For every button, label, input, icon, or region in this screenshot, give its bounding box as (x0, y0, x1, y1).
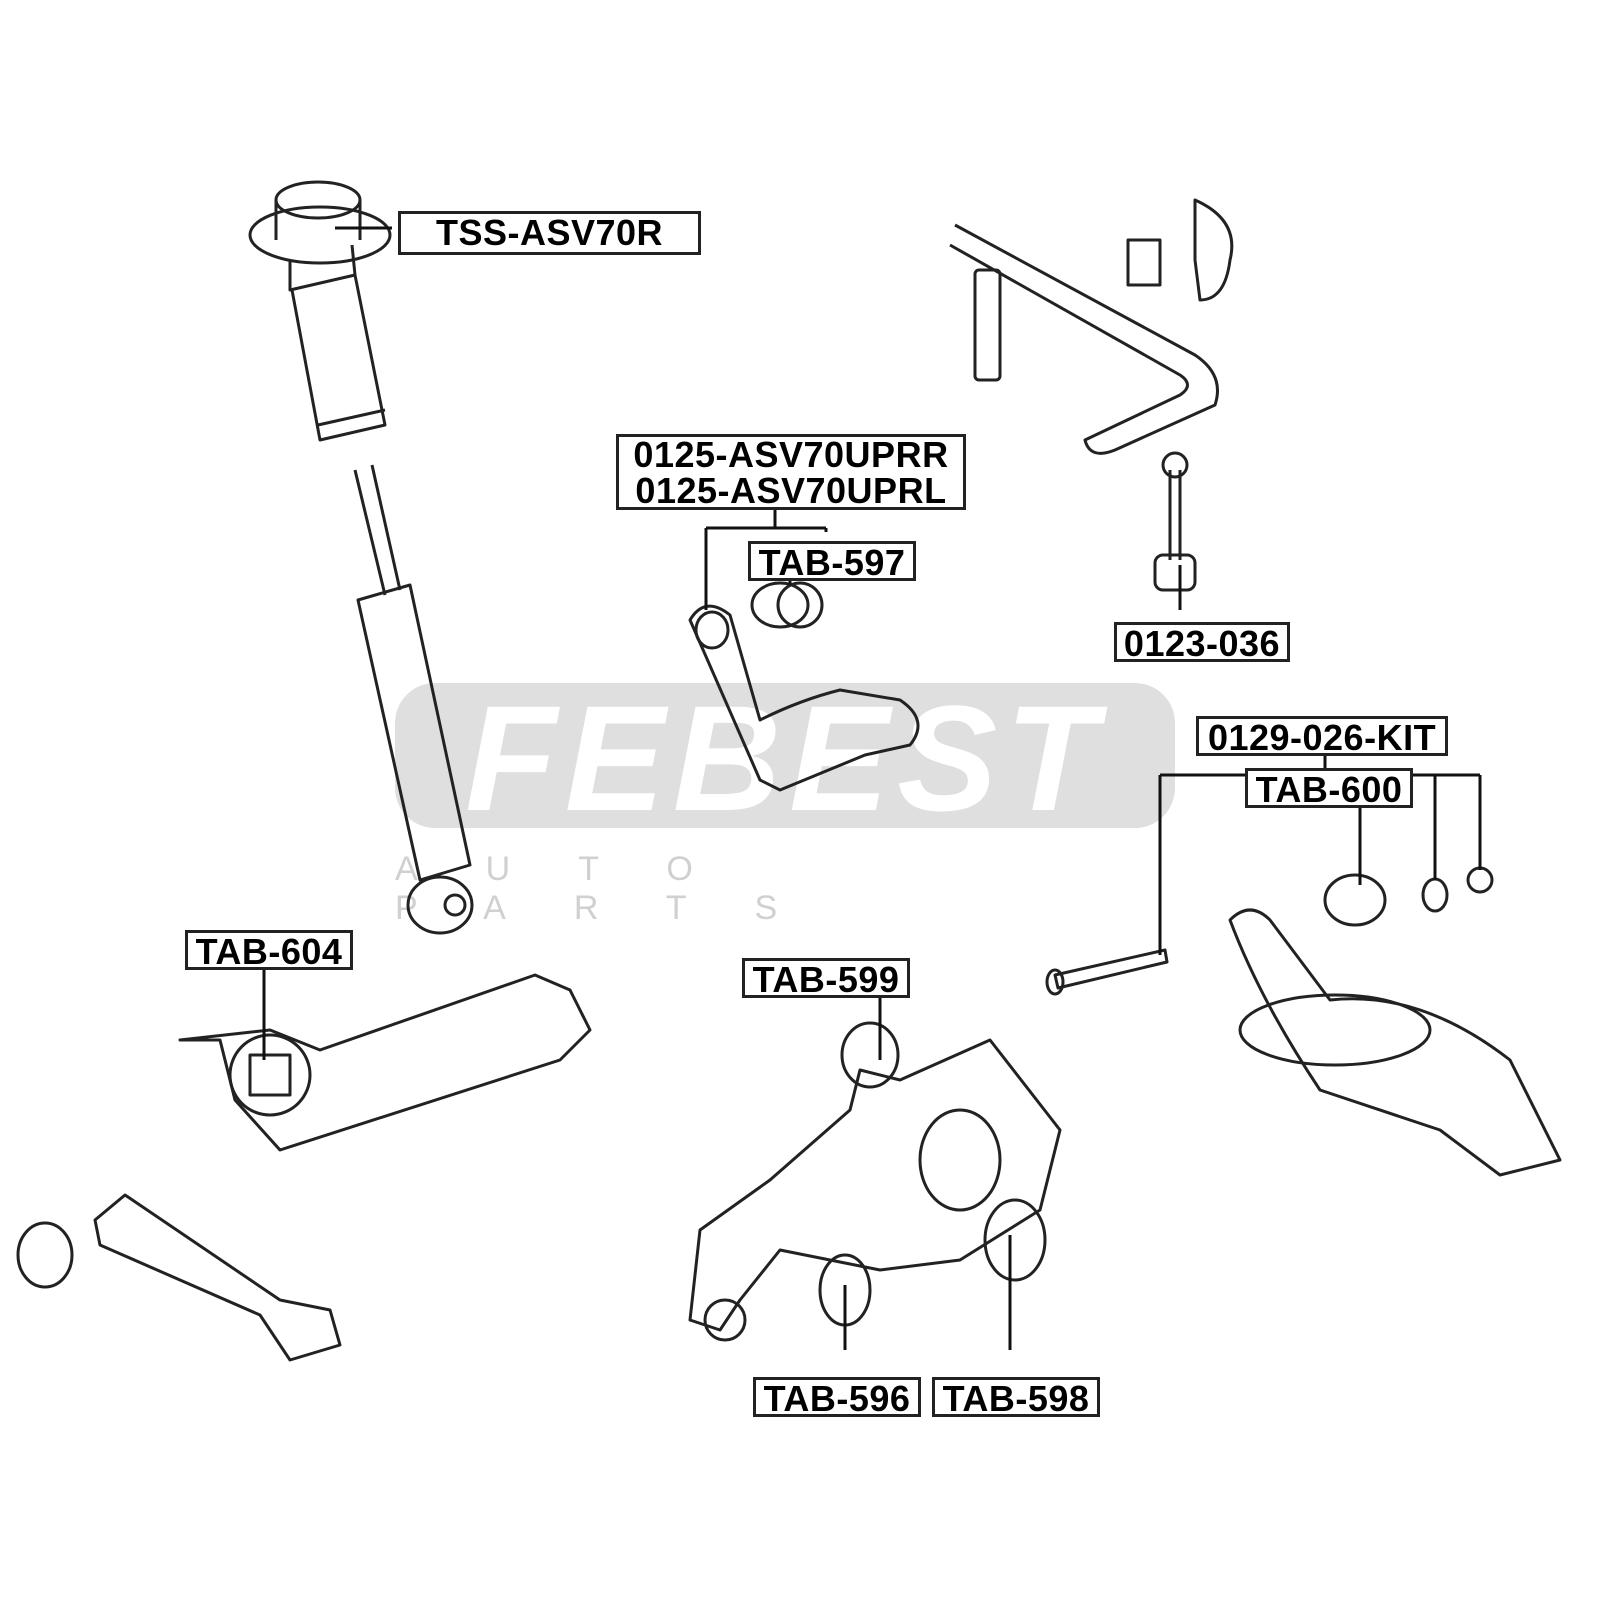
watermark-tagline: AUTO PARTS (395, 850, 846, 927)
label-tab-599[interactable]: TAB-599 (742, 958, 910, 998)
label-0129-026-kit[interactable]: 0129-026-KIT (1196, 716, 1448, 756)
label-tab-604[interactable]: TAB-604 (185, 930, 353, 970)
lower-arm-right-drawing (1045, 866, 1562, 1177)
label-0125-asv70uprr: 0125-ASV70UPRR (633, 434, 949, 475)
label-tss-asv70r[interactable]: TSS-ASV70R (398, 211, 701, 255)
label-tab-596[interactable]: TAB-596 (753, 1377, 921, 1417)
label-0125-asv70uprl: 0125-ASV70UPRL (635, 470, 947, 511)
label-0123-036[interactable]: 0123-036 (1114, 622, 1290, 662)
stabilizer-bar-drawing (949, 198, 1234, 592)
strut-mount-drawing (248, 180, 392, 442)
lateral-rod-drawing (16, 1193, 342, 1362)
upper-arm-drawing (688, 581, 920, 792)
label-tab-598[interactable]: TAB-598 (932, 1377, 1100, 1417)
watermark-brand: FEBEST (465, 674, 1105, 842)
label-tab-600[interactable]: TAB-600 (1245, 768, 1413, 808)
knuckle-drawing (688, 1021, 1062, 1342)
trailing-arm-drawing (178, 973, 592, 1152)
label-tab-597[interactable]: TAB-597 (748, 541, 916, 581)
shock-absorber-drawing (353, 464, 474, 935)
label-upper-arm[interactable]: 0125-ASV70UPRR 0125-ASV70UPRL (616, 434, 966, 510)
